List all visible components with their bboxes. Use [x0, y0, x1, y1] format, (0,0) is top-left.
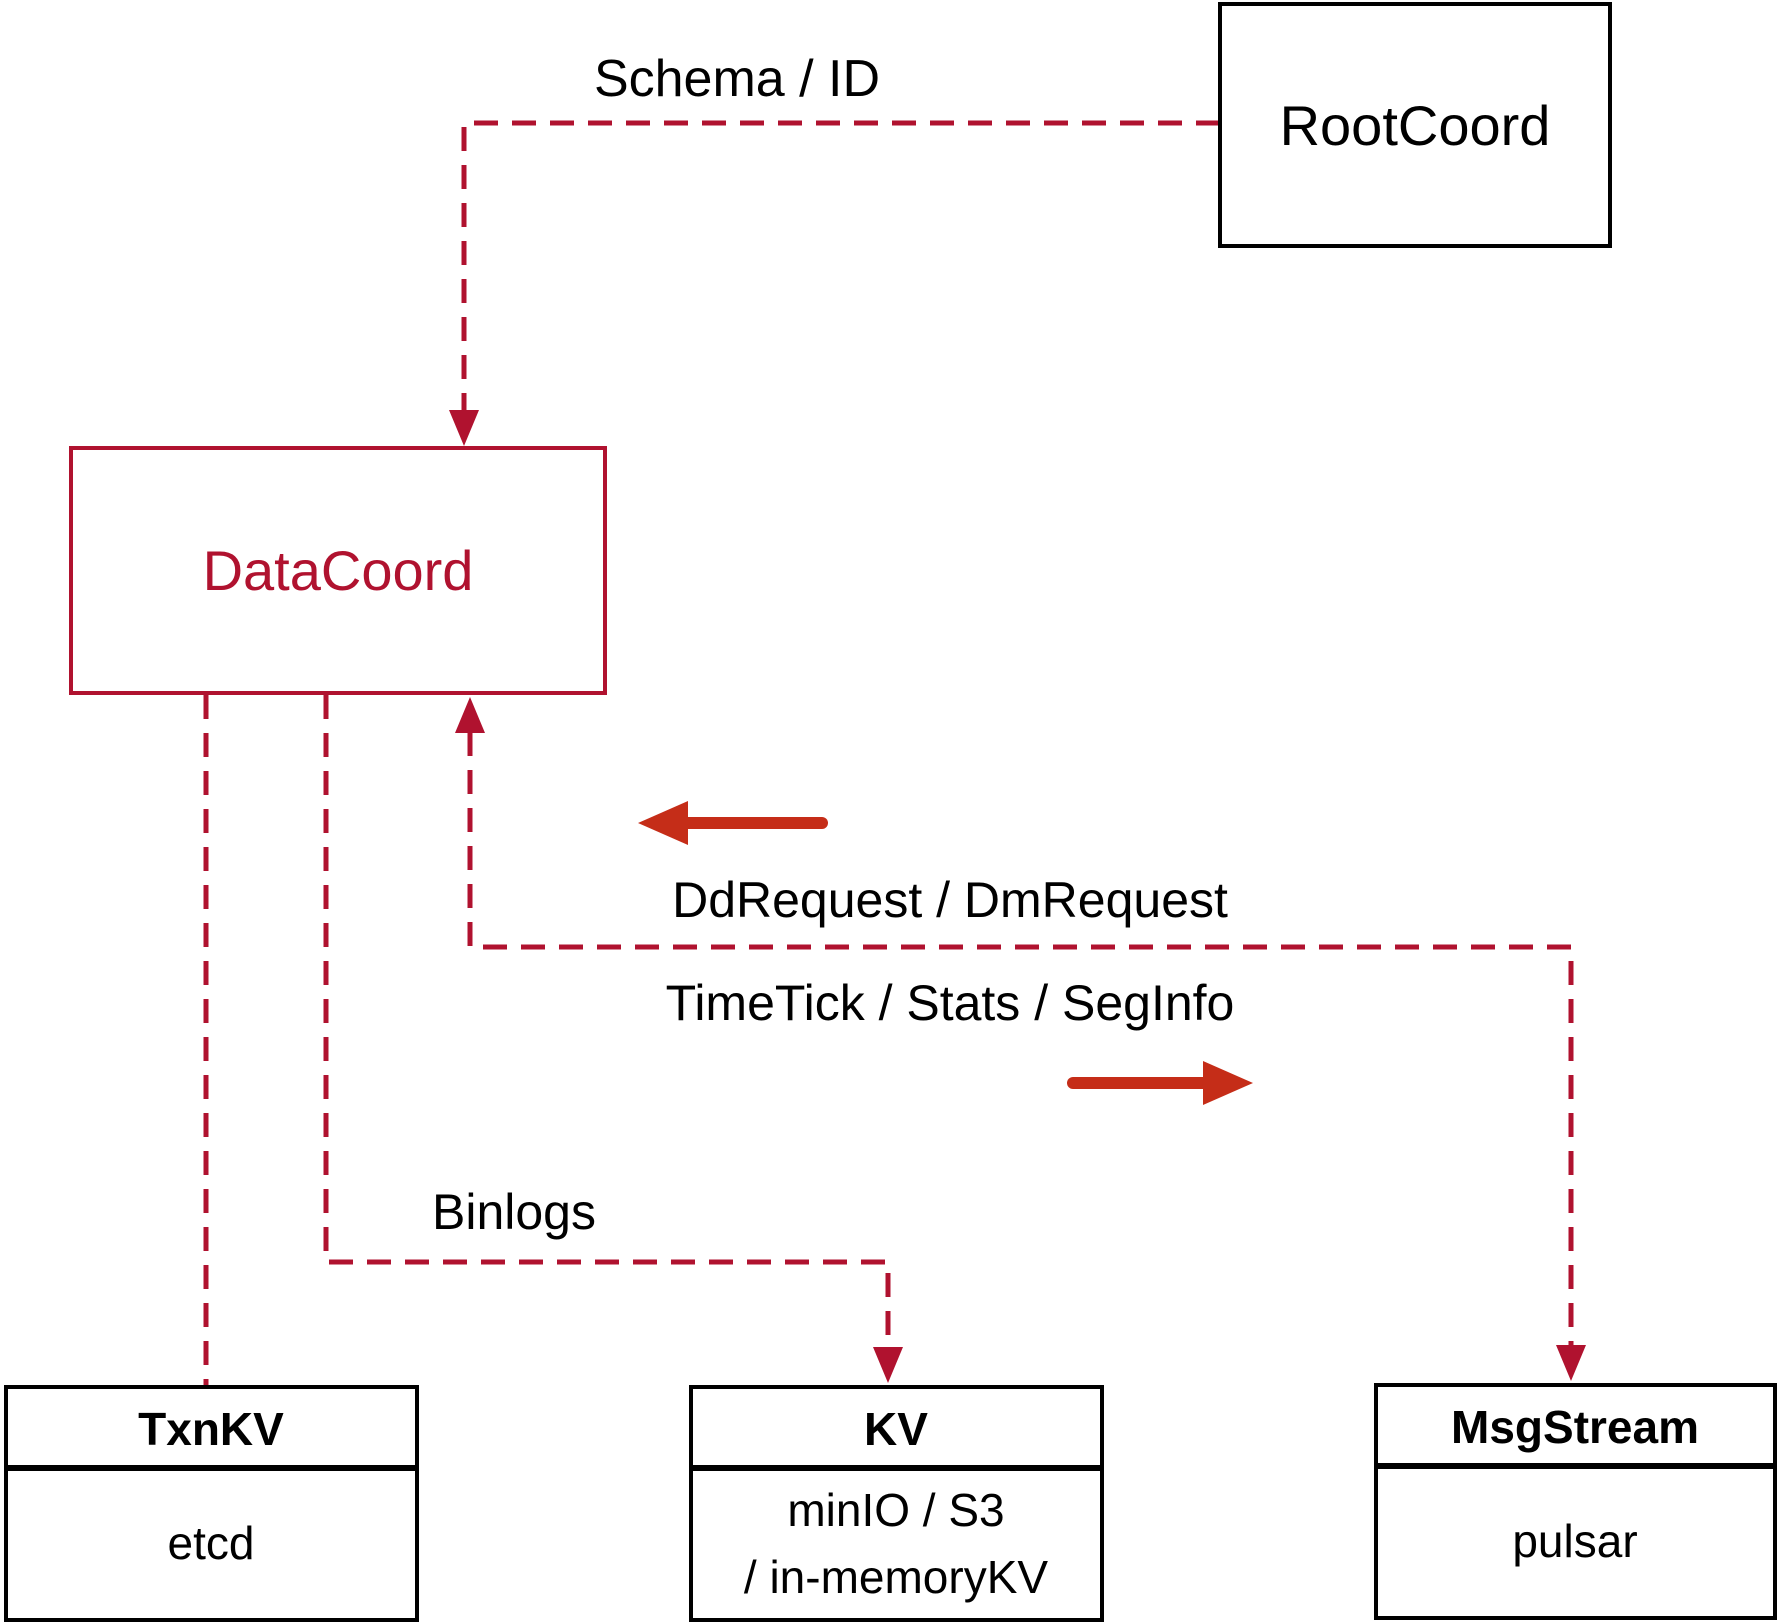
- edge-datacoord-msgstream: [467, 732, 1574, 1346]
- arrowhead-into-datacoord-top-icon: [449, 410, 479, 446]
- arrowhead-into-msgstream-top-icon: [1556, 1345, 1586, 1381]
- txnkv-body: etcd: [168, 1517, 255, 1569]
- msgstream-title: MsgStream: [1451, 1401, 1699, 1453]
- left-arrow-head: [638, 801, 688, 845]
- right-direction-arrow-icon: [1067, 1061, 1253, 1105]
- kv-body-line2: / in-memoryKV: [744, 1551, 1048, 1603]
- datacoord-label: DataCoord: [203, 539, 474, 602]
- left-direction-arrow-icon: [638, 801, 828, 845]
- kv-box: [689, 1385, 1104, 1622]
- arrowhead-into-datacoord-bottom-icon: [455, 697, 485, 733]
- rootcoord-node: RootCoord: [1218, 2, 1612, 248]
- kv-title: KV: [864, 1403, 928, 1455]
- msgstream-body: pulsar: [1512, 1515, 1637, 1567]
- label-binlogs: Binlogs: [432, 1184, 596, 1240]
- arrowhead-into-kv-top-icon: [873, 1347, 903, 1383]
- rootcoord-box: [1218, 2, 1612, 248]
- txnkv-node: TxnKV etcd: [4, 1385, 419, 1622]
- msgstream-box: [1374, 1383, 1777, 1620]
- edge-rootcoord-to-datacoord: [461, 120, 1220, 432]
- rootcoord-label: RootCoord: [1280, 94, 1551, 157]
- msgstream-node: MsgStream pulsar: [1374, 1383, 1777, 1620]
- datacoord-node: DataCoord: [69, 446, 607, 695]
- edge-datacoord-to-kv-binlogs: [323, 695, 891, 1348]
- txnkv-box: [4, 1385, 419, 1622]
- datacoord-box: [69, 446, 607, 695]
- kv-node: KV minIO / S3 / in-memoryKV: [689, 1385, 1104, 1622]
- label-dd-request: DdRequest / DmRequest: [672, 872, 1228, 928]
- right-arrow-head: [1203, 1061, 1253, 1105]
- label-time-tick: TimeTick / Stats / SegInfo: [666, 975, 1235, 1031]
- label-schema-id: Schema / ID: [594, 50, 880, 108]
- kv-body-line1: minIO / S3: [787, 1484, 1004, 1536]
- txnkv-title: TxnKV: [138, 1403, 284, 1455]
